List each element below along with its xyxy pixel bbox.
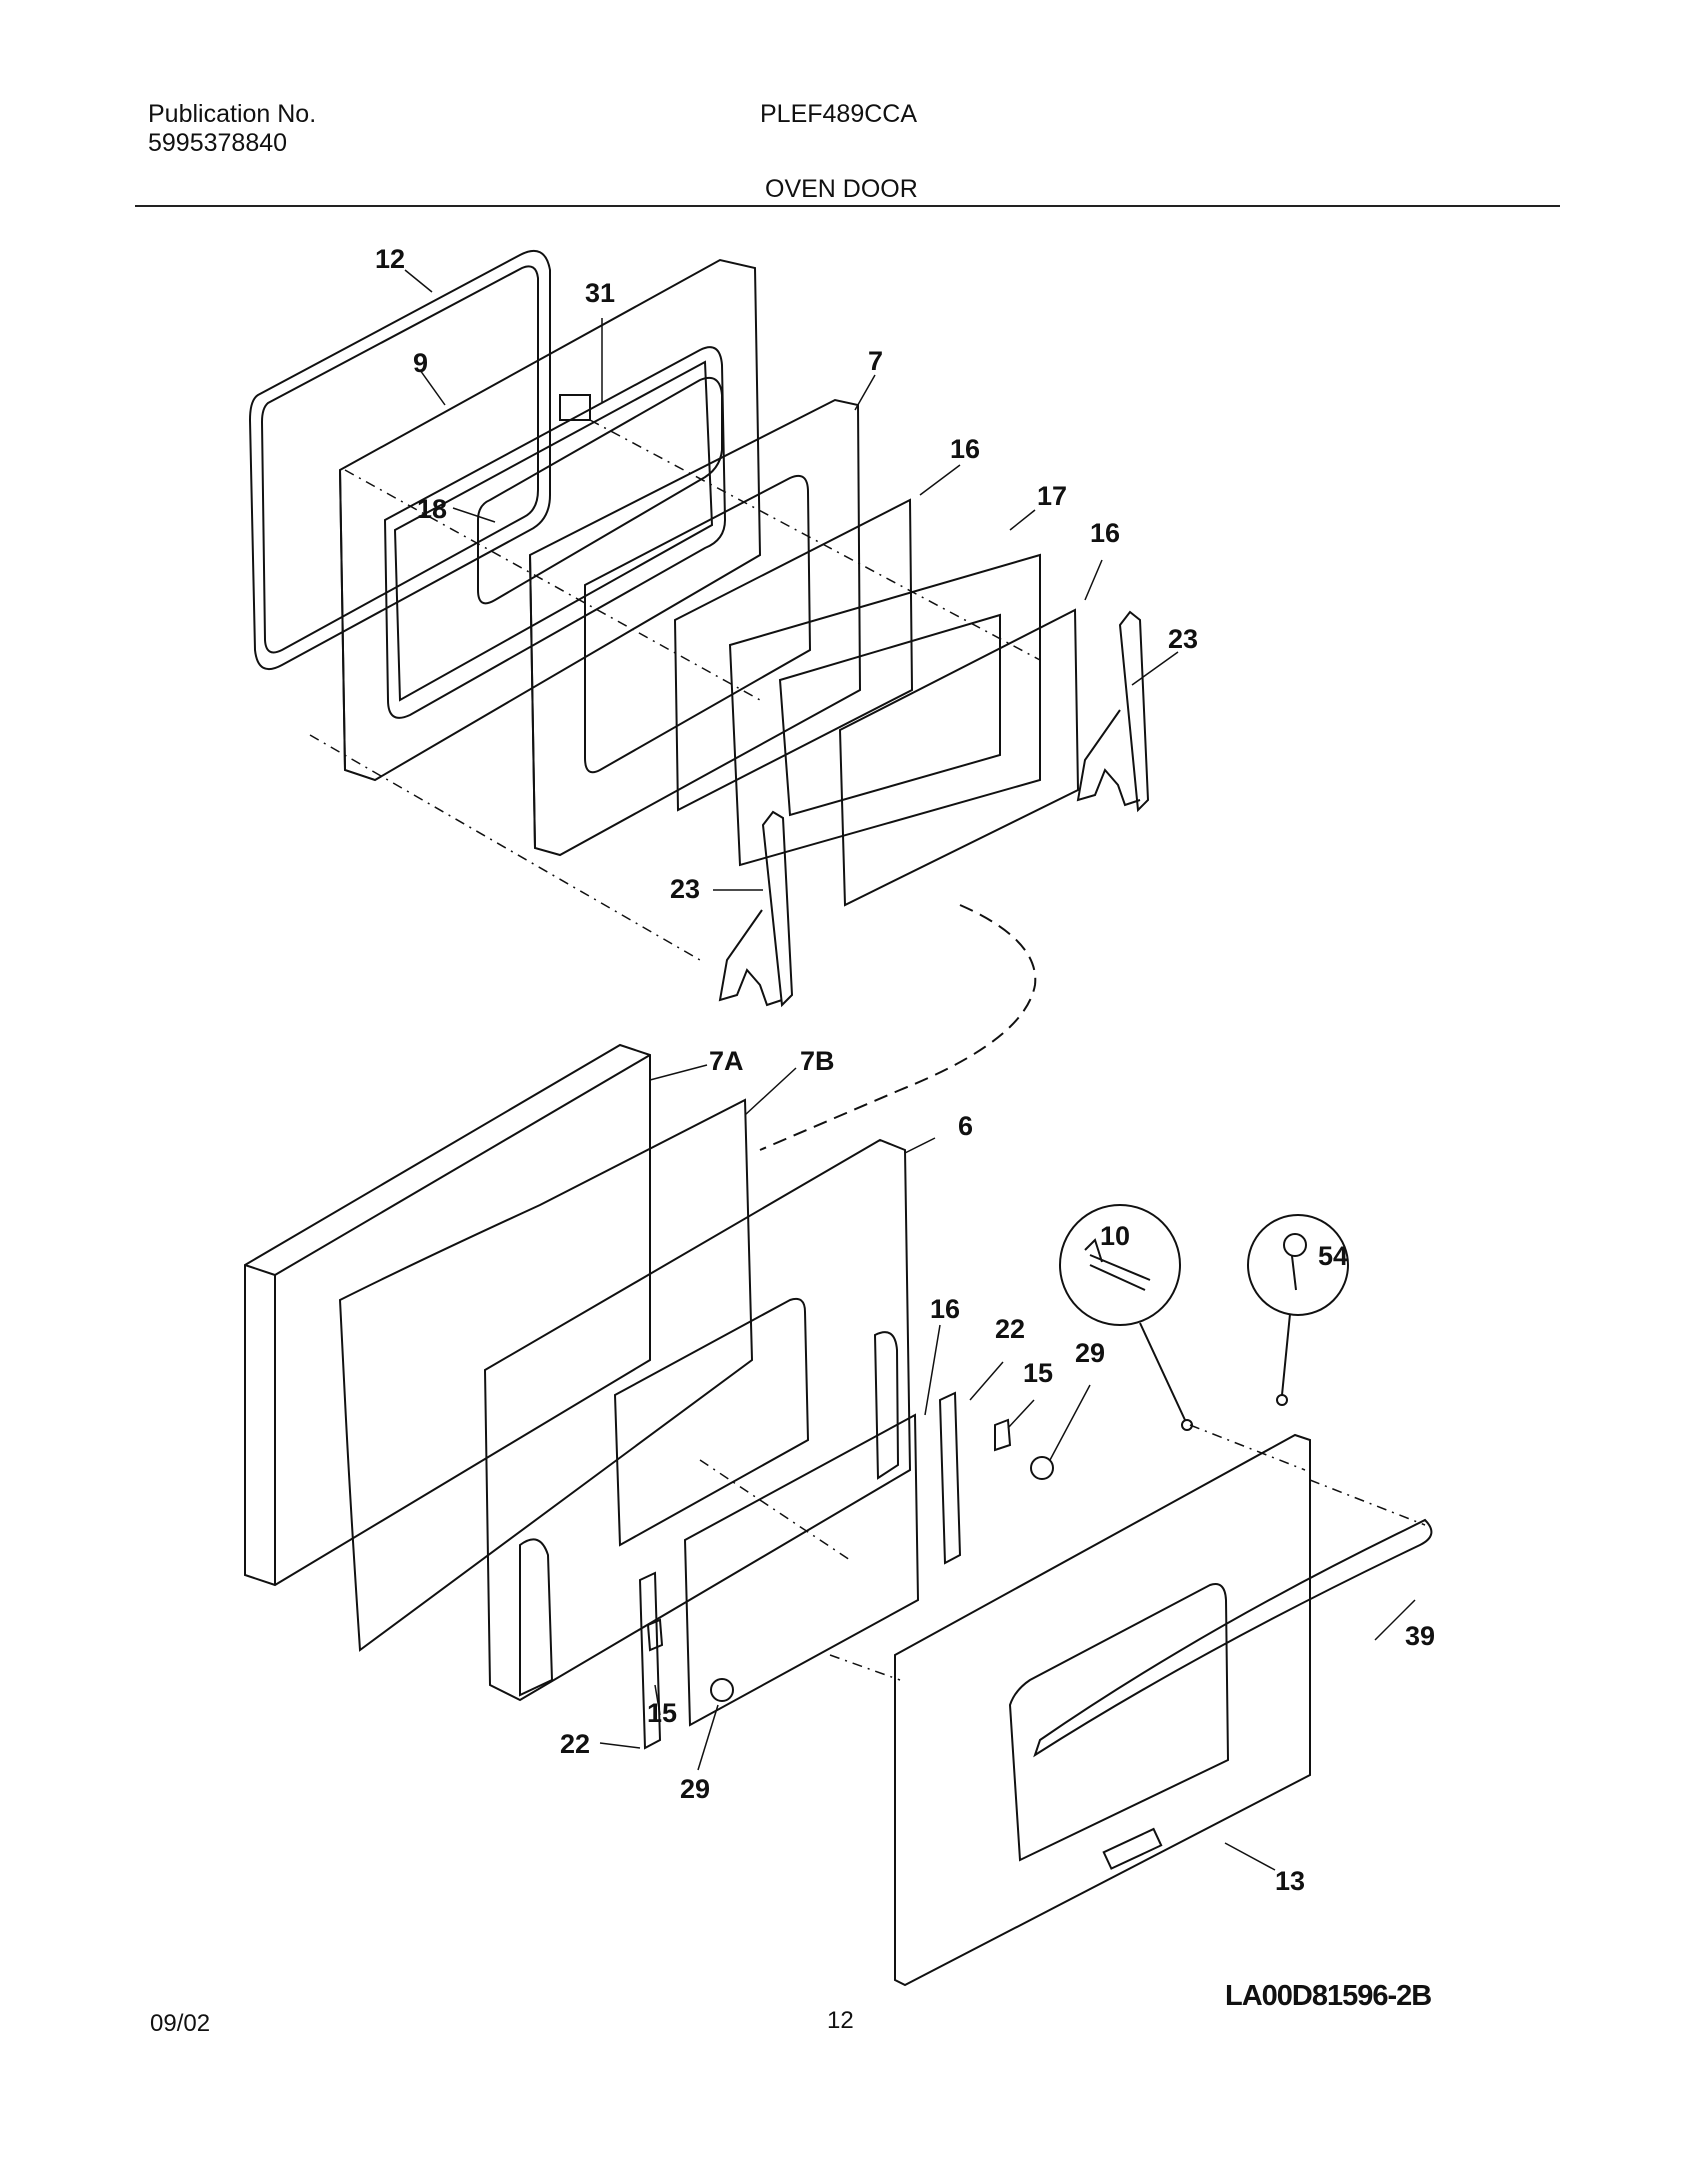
callout-29-left: 29 bbox=[680, 1774, 710, 1804]
window-liner-part bbox=[477, 376, 723, 605]
callout-16-right: 16 bbox=[1090, 518, 1120, 548]
insulation-pad-part bbox=[244, 1043, 651, 1587]
callout-23-right: 23 bbox=[1168, 624, 1198, 654]
section-title: OVEN DOOR bbox=[765, 175, 918, 203]
inner-door-panel-part bbox=[338, 258, 762, 782]
callout-7b: 7B bbox=[800, 1046, 835, 1076]
callout-22-left: 22 bbox=[560, 1729, 590, 1759]
callout-16-lower: 16 bbox=[930, 1294, 960, 1324]
callout-39: 39 bbox=[1405, 1621, 1435, 1651]
callout-15-left: 15 bbox=[647, 1698, 677, 1728]
callout-18: 18 bbox=[417, 494, 447, 524]
liner-sheet-part bbox=[338, 1098, 754, 1652]
callout-23-left: 23 bbox=[670, 874, 700, 904]
bracket-part-right bbox=[938, 1391, 962, 1565]
clip-part-right bbox=[994, 1418, 1012, 1452]
insulation-frame-part bbox=[528, 398, 862, 857]
outer-door-part bbox=[894, 1433, 1311, 1987]
glass-panel-part-b bbox=[838, 608, 1080, 907]
callout-29-right: 29 bbox=[1075, 1338, 1105, 1368]
callout-12: 12 bbox=[375, 244, 405, 274]
model-number: PLEF489CCA bbox=[760, 100, 918, 128]
callout-16-top: 16 bbox=[950, 434, 980, 464]
callout-7: 7 bbox=[868, 346, 883, 376]
bracket-part-left bbox=[638, 1571, 662, 1750]
callout-9: 9 bbox=[413, 348, 428, 378]
callout-54: 54 bbox=[1318, 1241, 1348, 1271]
callout-13: 13 bbox=[1275, 1866, 1305, 1896]
bumper-part-right bbox=[1030, 1456, 1054, 1480]
callout-7a: 7A bbox=[709, 1046, 744, 1076]
publication-number: 5995378840 bbox=[148, 129, 288, 157]
bumper-part-left bbox=[710, 1678, 734, 1702]
callout-10: 10 bbox=[1100, 1221, 1130, 1251]
diagram-code: LA00D81596-2B bbox=[1225, 1980, 1432, 2012]
clip-part-left bbox=[646, 1618, 664, 1652]
callout-31: 31 bbox=[585, 278, 615, 308]
callout-15-right: 15 bbox=[1023, 1358, 1053, 1388]
glass-frame-part bbox=[728, 553, 1041, 867]
door-gasket-part bbox=[248, 250, 551, 670]
screw-detail-circle-small bbox=[1247, 1214, 1349, 1316]
glass-panel-part bbox=[673, 498, 914, 812]
screw-detail-circle bbox=[1059, 1204, 1181, 1326]
publication-label: Publication No. bbox=[148, 100, 317, 128]
hinge-part-left bbox=[718, 810, 794, 1008]
header-rule bbox=[135, 205, 1560, 207]
callout-22-right: 22 bbox=[995, 1314, 1025, 1344]
callout-17: 17 bbox=[1037, 481, 1067, 511]
inner-door-part bbox=[483, 1138, 912, 1702]
callout-6: 6 bbox=[958, 1111, 973, 1141]
footer-date: 09/02 bbox=[150, 2010, 211, 2037]
page-number: 12 bbox=[827, 2007, 854, 2034]
door-handle-part bbox=[1033, 1518, 1433, 1758]
lower-glass-part bbox=[683, 1413, 920, 1727]
hinge-part-right bbox=[1076, 610, 1150, 813]
